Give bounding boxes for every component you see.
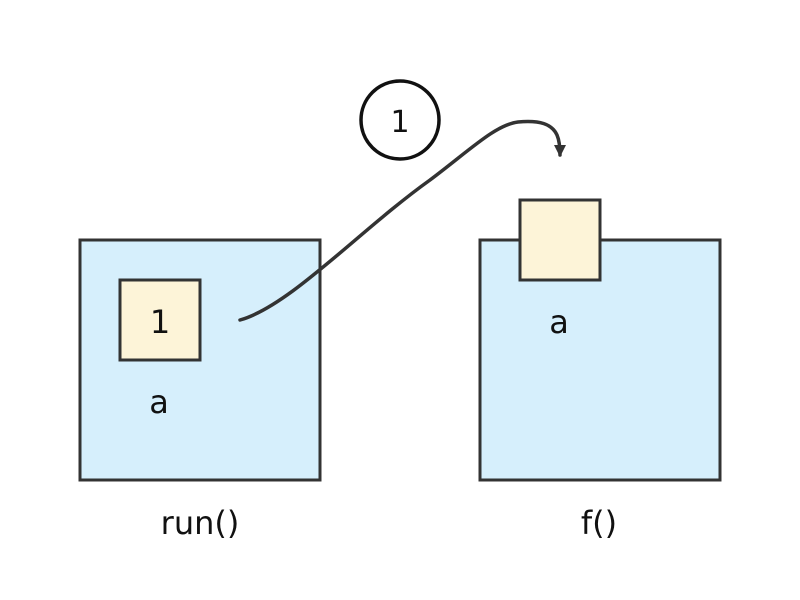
variable-a-box-f [518,198,602,282]
variable-a-name-run: a [149,383,169,421]
transfer-value-circle [359,79,441,161]
frame-run-label: run() [161,504,240,542]
transfer-value-badge: 1 [359,79,441,161]
frame-f: a f() [478,198,722,542]
variable-a-box-run [118,278,202,362]
transfer-value-text: 1 [390,105,409,140]
frame-run: 1 a run() [78,238,322,542]
variable-a-name-f: a [549,303,569,341]
transfer-arrow [238,119,566,322]
variable-a-value-run: 1 [150,303,170,341]
frame-f-label: f() [581,504,617,542]
